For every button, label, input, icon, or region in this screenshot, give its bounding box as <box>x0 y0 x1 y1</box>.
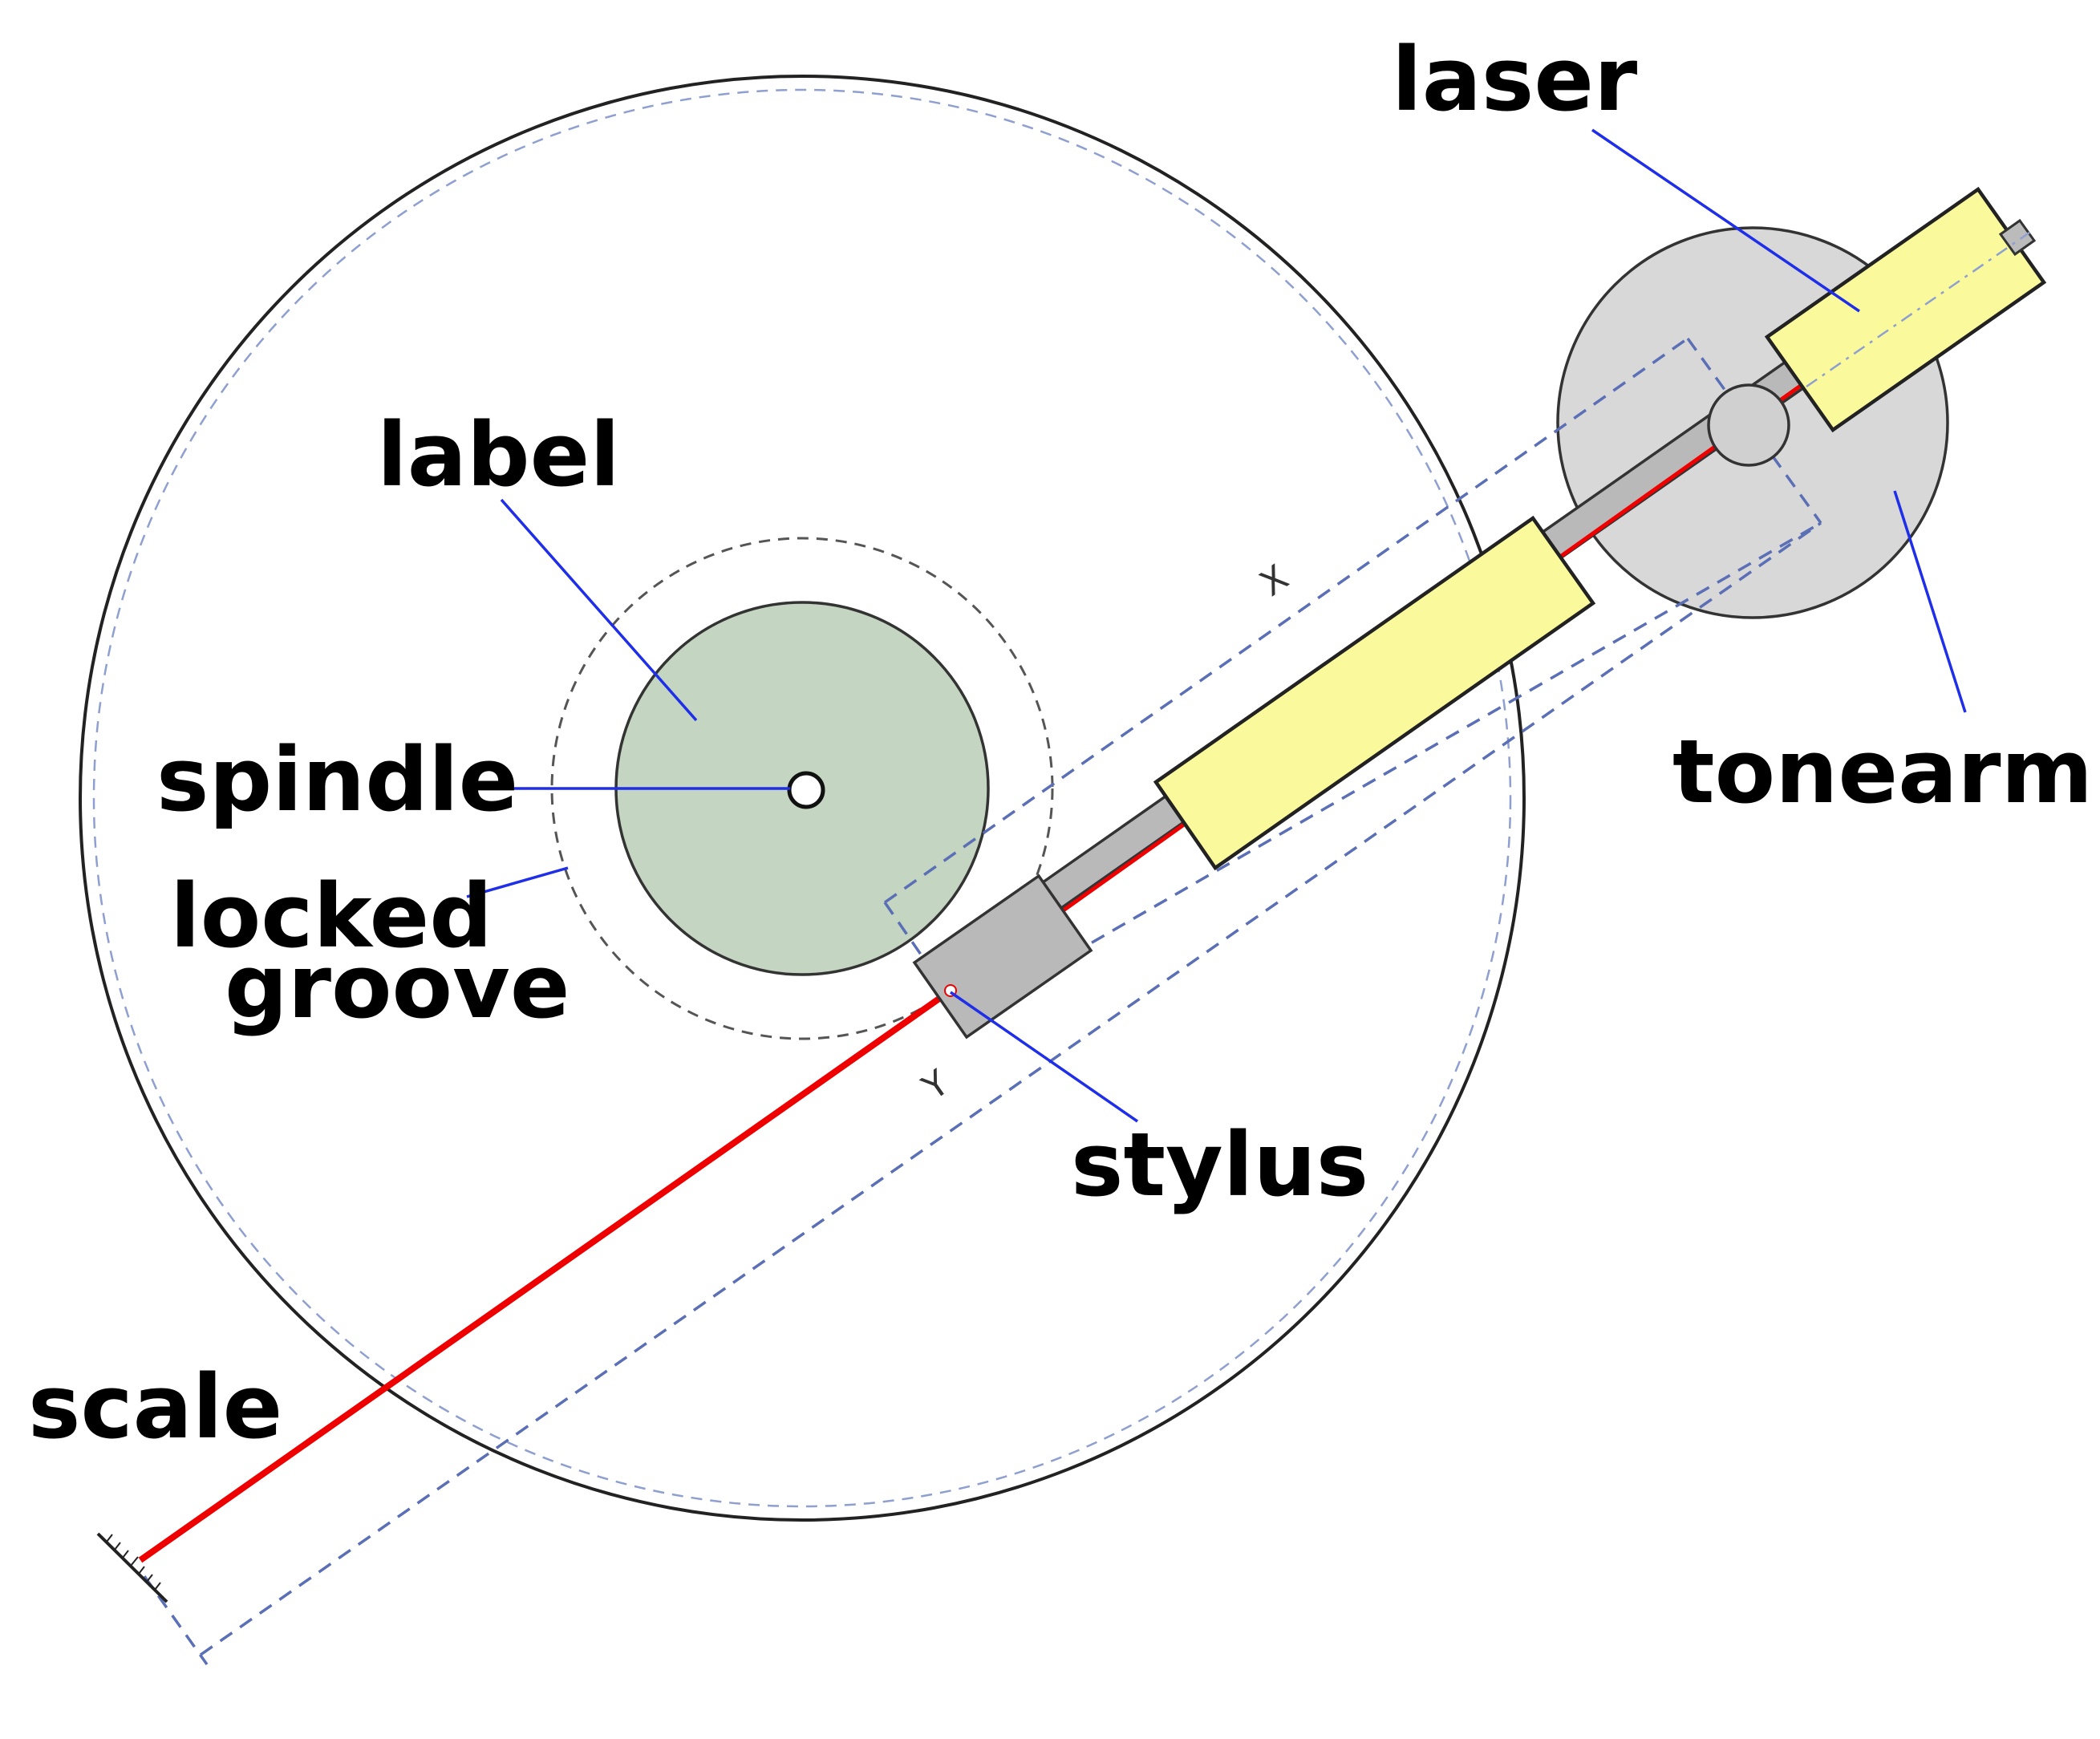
scale-ruler <box>96 1532 168 1603</box>
locked-groove-label-line2: groove <box>225 935 570 1038</box>
laser-module <box>1764 186 2047 433</box>
laser-leader-line <box>1591 128 1860 313</box>
spindle-label: spindle <box>156 728 518 831</box>
locked-groove-leader-line <box>466 866 569 898</box>
label-leader-line <box>500 498 698 722</box>
arm-yellow-body <box>1153 515 1596 871</box>
laser-axis <box>1806 231 2030 388</box>
record-outer-groove <box>92 88 1512 1508</box>
tonearm-label: tonearm <box>1672 720 2093 823</box>
dimension-lines <box>143 337 1822 1666</box>
laser-end-cap <box>1998 218 2037 257</box>
locked-groove-label-line1: locked <box>170 865 493 967</box>
spindle <box>787 771 825 809</box>
tonearm-leader-line <box>1893 490 1967 713</box>
stylus-label: stylus <box>1071 1113 1368 1216</box>
laser-beam <box>138 987 953 1563</box>
stylus-leader-line <box>950 991 1138 1123</box>
tonearm-pivot <box>1707 383 1790 467</box>
label-label: label <box>377 403 620 506</box>
scale-label: scale <box>28 1356 282 1458</box>
locked-groove-circle <box>550 537 1054 1040</box>
laser-label: laser <box>1392 28 1637 131</box>
